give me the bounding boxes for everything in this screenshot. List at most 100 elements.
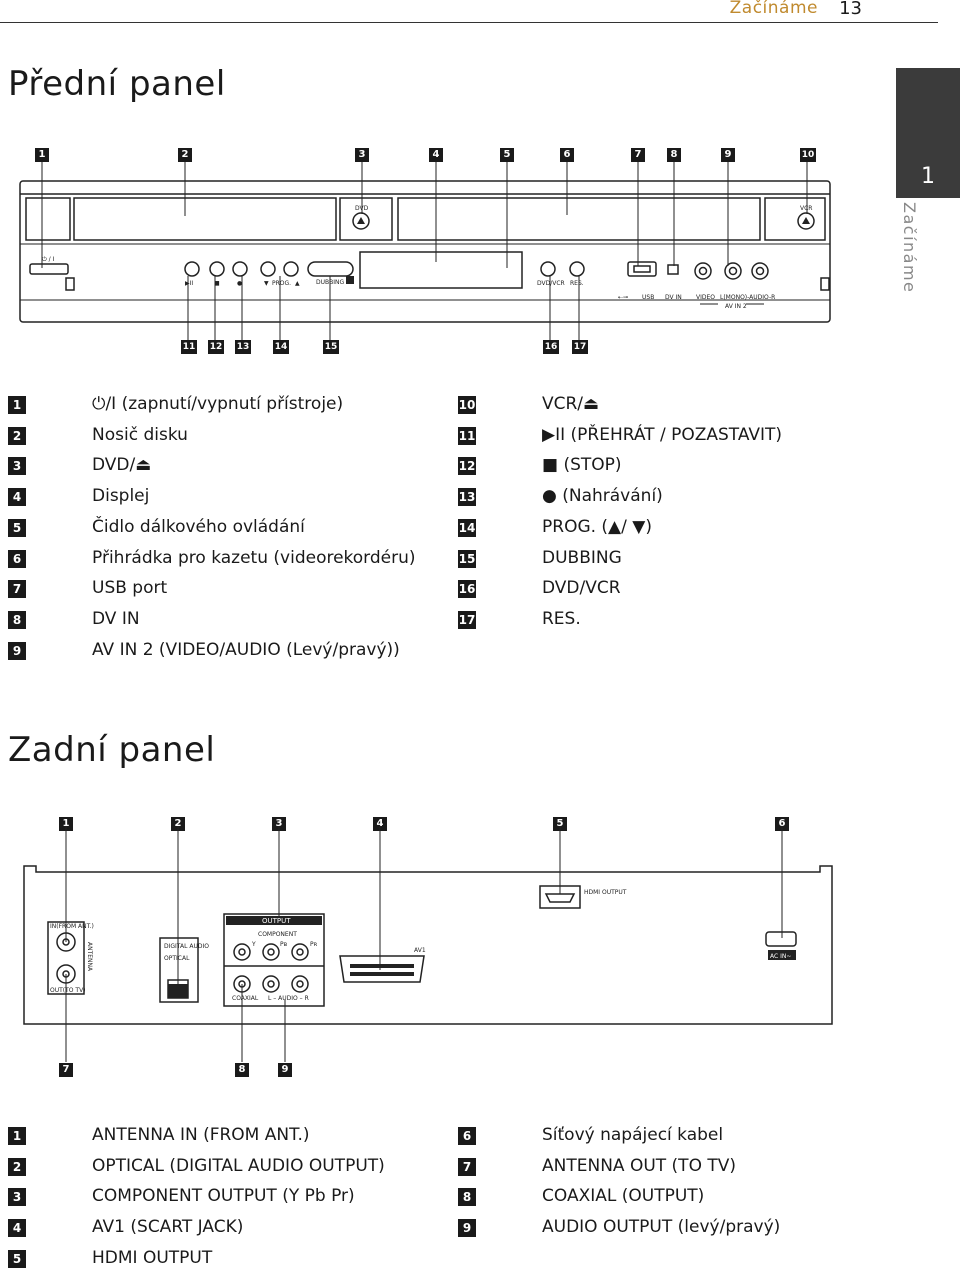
legend-item: 4 Displej bbox=[8, 486, 448, 516]
legend-text: ANTENNA IN (FROM ANT.) bbox=[92, 1125, 310, 1145]
legend-text: Síťový napájecí kabel bbox=[542, 1125, 724, 1145]
record-icon: ● bbox=[237, 280, 242, 287]
legend-number-badge: 4 bbox=[8, 1219, 26, 1238]
legend-text: AV IN 2 (VIDEO/AUDIO (Levý/pravý)) bbox=[92, 639, 400, 660]
callout-badge: 10 bbox=[800, 148, 816, 162]
legend-text: PROG. (▲/ ▼) bbox=[542, 516, 652, 537]
front-legend-left: 1 ⏻/I (zapnutí/vypnutí přístroje) 2 Nosič d… bbox=[8, 394, 448, 674]
callout-badge: 9 bbox=[721, 148, 735, 162]
legend-number-badge: 15 bbox=[458, 549, 476, 568]
callout-badge: 3 bbox=[272, 817, 286, 831]
legend-item: 3 COMPONENT OUTPUT (Y Pb Pr) bbox=[8, 1186, 448, 1216]
legend-text: OPTICAL (DIGITAL AUDIO OUTPUT) bbox=[92, 1155, 385, 1176]
chapter-tab-number: 1 bbox=[921, 164, 935, 189]
legend-text: Nosič disku bbox=[92, 424, 188, 445]
chapter-tab-label-text: Začínáme bbox=[900, 202, 919, 294]
page-header: Začínáme 13 bbox=[0, 0, 960, 26]
label-dvdvcr: DVD/VCR bbox=[537, 280, 565, 287]
rear-panel-diagram: IN(FROM ANT.) OUT(TO TV) ANTENNA DIGITAL… bbox=[23, 826, 833, 1062]
legend-text: DVD/⏏ bbox=[92, 455, 152, 476]
legend-text: Přihrádka pro kazetu (videorekordéru) bbox=[92, 547, 416, 568]
label-audio-lr: L – AUDIO – R bbox=[268, 995, 309, 1002]
legend-text: Čidlo dálkového ovládání bbox=[92, 516, 305, 537]
front-panel-diagram: DVD VCR ⏻ / I PROG. DUBBING DVD/VCR RES.… bbox=[19, 162, 831, 340]
legend-text: USB port bbox=[92, 578, 168, 599]
legend-number-badge: 6 bbox=[458, 1127, 476, 1145]
legend-text: AV1 (SCART JACK) bbox=[92, 1217, 244, 1238]
callout-badge: 2 bbox=[178, 148, 192, 162]
play-pause-icon: ▶II bbox=[185, 280, 193, 287]
label-antenna: ANTENNA bbox=[86, 942, 93, 972]
legend-number-badge: 7 bbox=[8, 580, 26, 599]
legend-text: DV IN bbox=[92, 608, 140, 629]
callout-badge: 12 bbox=[208, 340, 224, 354]
label-video: VIDEO bbox=[696, 294, 715, 301]
label-in-ant: IN(FROM ANT.) bbox=[50, 923, 94, 930]
callout-badge: 4 bbox=[429, 148, 443, 162]
callout-badge: 8 bbox=[235, 1063, 249, 1077]
label-pb: Pʙ bbox=[280, 941, 288, 948]
callout-badge: 15 bbox=[323, 340, 339, 354]
chapter-tab: 1 bbox=[896, 68, 960, 198]
legend-number-badge: 9 bbox=[458, 1219, 476, 1238]
legend-number-badge: 6 bbox=[8, 549, 26, 568]
label-digital-audio: DIGITAL AUDIO bbox=[164, 943, 209, 950]
label-avin2: AV IN 2 bbox=[725, 303, 747, 310]
legend-number-badge: 2 bbox=[8, 426, 26, 445]
label-optical: OPTICAL bbox=[164, 955, 190, 962]
legend-text: COAXIAL (OUTPUT) bbox=[542, 1186, 705, 1207]
callout-badge: 7 bbox=[631, 148, 645, 162]
callout-badge: 4 bbox=[373, 817, 387, 831]
chapter-title: Začínáme bbox=[729, 0, 818, 18]
callout-badge: 14 bbox=[273, 340, 289, 354]
legend-item: 6 Přihrádka pro kazetu (videorekordéru) bbox=[8, 548, 448, 578]
legend-text: AUDIO OUTPUT (levý/pravý) bbox=[542, 1217, 781, 1238]
callout-badge: 6 bbox=[560, 148, 574, 162]
label-vcr: VCR bbox=[800, 205, 812, 212]
callout-badge: 9 bbox=[278, 1063, 292, 1077]
label-dvin: DV IN bbox=[665, 294, 682, 301]
callout-badge: 7 bbox=[59, 1063, 73, 1077]
chapter-tab-label: Začínáme bbox=[896, 198, 936, 298]
callout-badge: 6 bbox=[775, 817, 789, 831]
legend-number-badge: 8 bbox=[8, 610, 26, 629]
legend-text: ⏻/I (zapnutí/vypnutí přístroje) bbox=[92, 394, 344, 414]
legend-number-badge: 16 bbox=[458, 580, 476, 599]
label-pr: Pʀ bbox=[310, 941, 318, 948]
callout-badge: 2 bbox=[171, 817, 185, 831]
down-arrow-icon: ▼ bbox=[264, 280, 269, 287]
label-output: OUTPUT bbox=[262, 917, 291, 925]
legend-text: ANTENNA OUT (TO TV) bbox=[542, 1155, 736, 1176]
legend-item: 11▶II (PŘEHRÁT / POZASTAVIT) bbox=[458, 425, 898, 455]
legend-text: DUBBING bbox=[542, 547, 622, 568]
legend-text: ● (Nahrávání) bbox=[542, 486, 663, 507]
legend-item: 9 AV IN 2 (VIDEO/AUDIO (Levý/pravý)) bbox=[8, 640, 448, 670]
legend-text: COMPONENT OUTPUT (Y Pb Pr) bbox=[92, 1186, 355, 1207]
legend-number-badge: 3 bbox=[8, 1188, 26, 1207]
label-coaxial: COAXIAL bbox=[232, 995, 259, 1002]
legend-text: Displej bbox=[92, 486, 150, 507]
legend-number-badge: 12 bbox=[458, 457, 476, 476]
legend-item: 5 Čidlo dálkového ovládání bbox=[8, 517, 448, 547]
legend-number-badge: 9 bbox=[8, 641, 26, 660]
legend-text: DVD/VCR bbox=[542, 578, 621, 599]
legend-item: 4 AV1 (SCART JACK) bbox=[8, 1217, 448, 1247]
label-hdmi: HDMI OUTPUT bbox=[584, 889, 627, 896]
legend-text: VCR/⏏ bbox=[542, 394, 600, 414]
label-audio: L(MONO)-AUDIO-R bbox=[720, 294, 775, 301]
legend-number-badge: 1 bbox=[8, 396, 26, 414]
legend-number-badge: 5 bbox=[8, 518, 26, 537]
legend-number-badge: 4 bbox=[8, 488, 26, 507]
legend-text: ▶II (PŘEHRÁT / POZASTAVIT) bbox=[542, 424, 783, 445]
legend-text: ■ (STOP) bbox=[542, 455, 622, 476]
